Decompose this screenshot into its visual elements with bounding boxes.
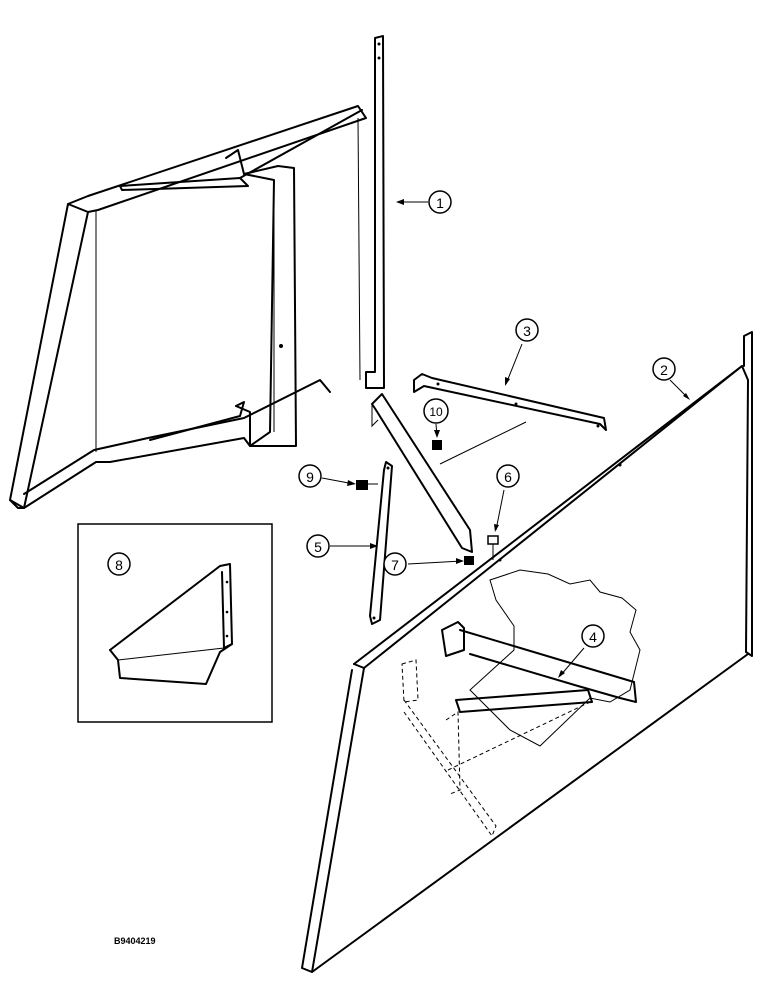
leader-lines [321, 199, 690, 678]
callout-5-label: 5 [314, 539, 322, 555]
part-5-strap [369, 461, 393, 625]
part-2-side-panel [301, 331, 753, 973]
part-7-nut [464, 556, 474, 565]
callout-3-label: 3 [523, 323, 531, 339]
part-10-nut [432, 440, 442, 450]
callout-5: 5 [306, 534, 330, 558]
callout-6-label: 6 [504, 469, 512, 485]
callout-4: 4 [581, 624, 605, 648]
callout-1: 1 [428, 190, 452, 214]
part-4-hidden-brace [401, 569, 641, 838]
callout-6: 6 [496, 464, 520, 488]
callout-7: 7 [383, 552, 407, 576]
callout-4-label: 4 [589, 629, 597, 645]
fasteners [356, 440, 499, 565]
part-3-upper-brace [413, 373, 607, 465]
callout-8-label: 8 [115, 557, 123, 573]
part-6-bolt [487, 535, 499, 560]
part-9-bolt [356, 480, 378, 490]
callout-9-label: 9 [306, 469, 314, 485]
callout-10-label: 10 [429, 405, 443, 419]
callout-9: 9 [298, 464, 322, 488]
inset-box-part-8 [77, 523, 273, 723]
callout-3: 3 [515, 318, 539, 342]
reference-code: B9404219 [114, 936, 156, 946]
callout-2-label: 2 [660, 362, 668, 378]
callout-7-label: 7 [391, 557, 399, 573]
part-1-frame-assembly [9, 35, 385, 509]
callout-2: 2 [652, 357, 676, 381]
callout-10: 10 [423, 398, 449, 424]
callout-1-label: 1 [436, 195, 444, 211]
callout-8: 8 [107, 552, 131, 576]
diagonal-support-bar [371, 393, 473, 553]
